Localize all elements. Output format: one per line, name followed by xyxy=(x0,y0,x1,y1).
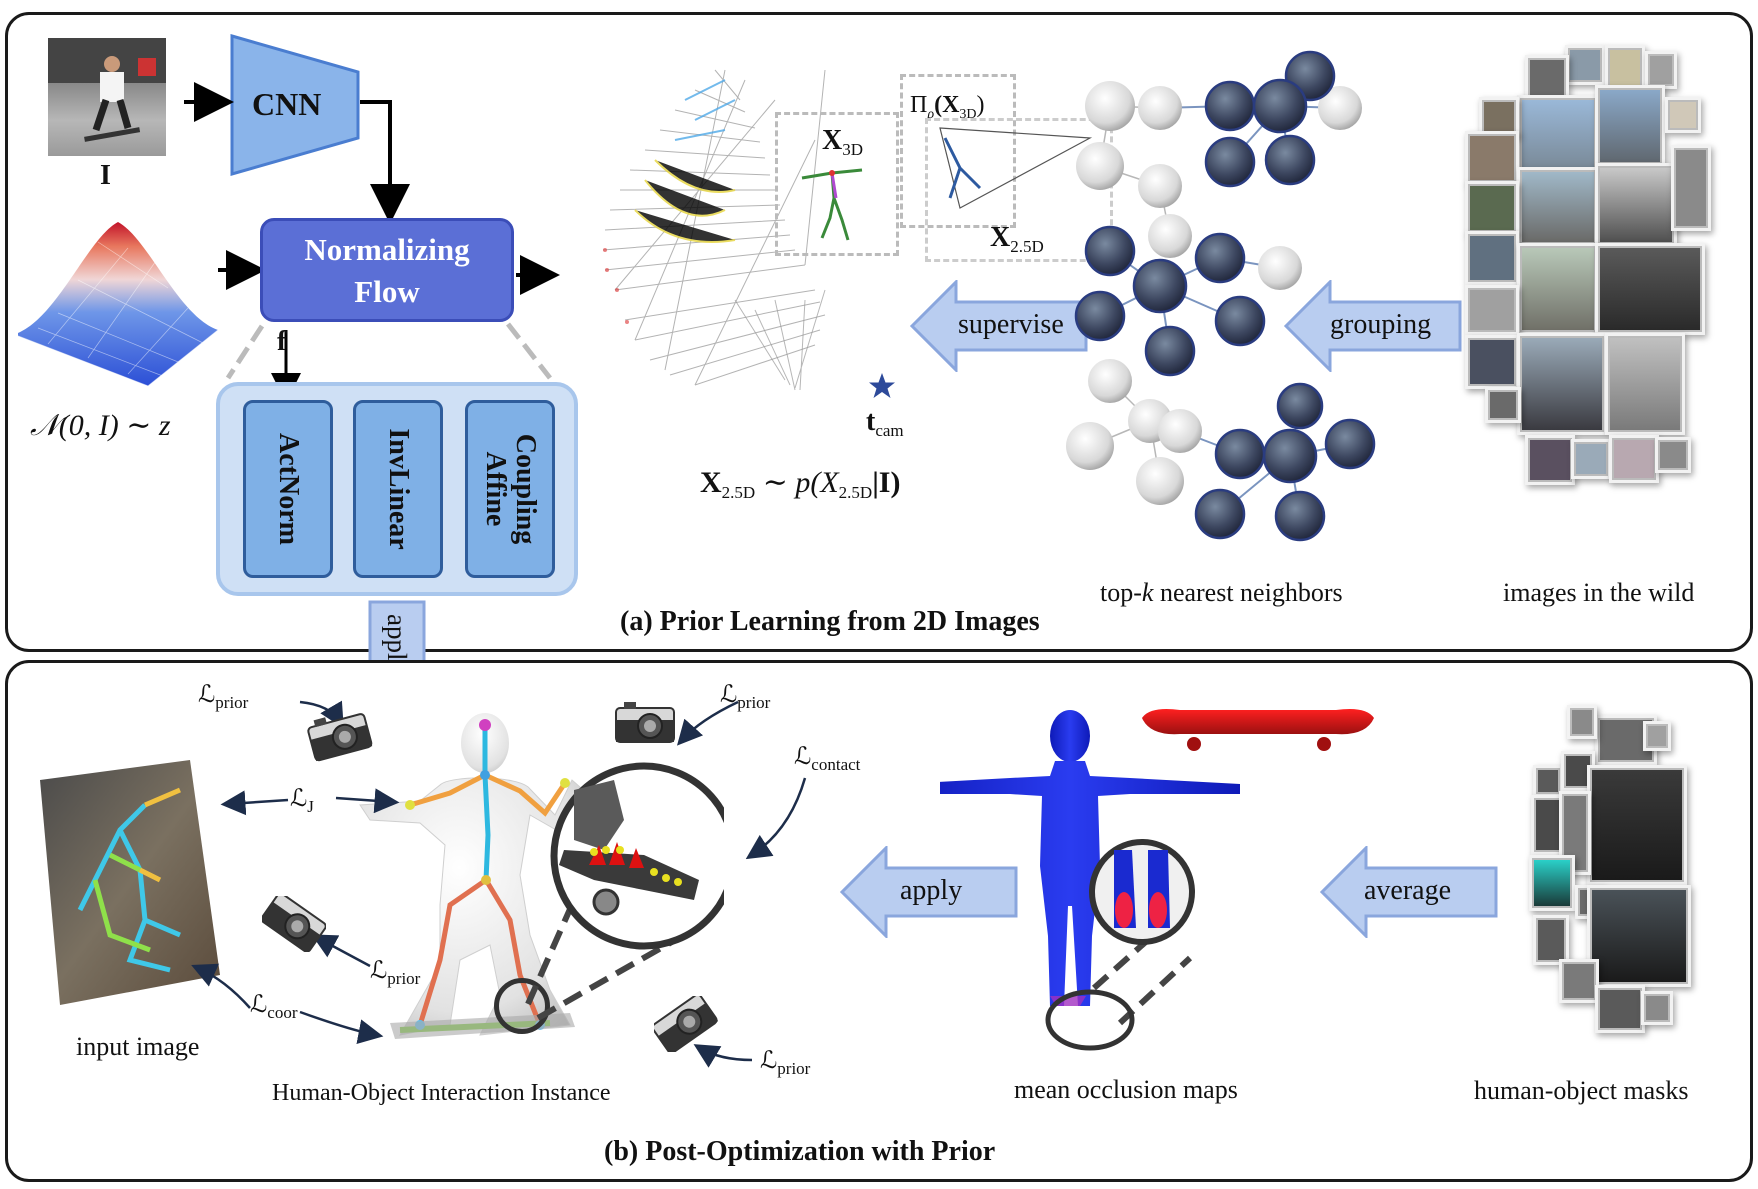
x3d-main: X xyxy=(822,125,843,156)
average-label: average xyxy=(1364,875,1452,906)
input-image-label: input image xyxy=(76,1032,200,1061)
loss-coor-L: ℒ xyxy=(250,992,268,1018)
loss-prior-4: ℒprior xyxy=(760,1046,811,1078)
dist-sub1: 2.5D xyxy=(721,483,756,502)
dist-c: |I) xyxy=(872,466,901,499)
grouping-label: grouping xyxy=(1330,309,1432,340)
mask-collage xyxy=(1528,700,1688,1040)
neighbors-k: k xyxy=(1141,578,1154,607)
loss-prior-1: ℒprior xyxy=(198,680,249,712)
skater-photo-icon xyxy=(48,38,166,142)
apply-left-arrow xyxy=(840,846,1018,938)
loss-prior-1-L: ℒ xyxy=(198,682,216,708)
apply-label: apply xyxy=(900,875,963,906)
x3d-skeleton xyxy=(801,168,863,241)
tcam-label: tcam xyxy=(866,406,904,440)
tcam-main: t xyxy=(866,406,876,437)
skateboard-red xyxy=(1142,709,1374,751)
normalizing-flow-box: Normalizing Flow xyxy=(260,218,514,322)
proj-arg: (X xyxy=(934,92,960,118)
proj-close: ) xyxy=(976,92,985,118)
projection-box xyxy=(900,74,1016,228)
loss-prior-2-L: ℒ xyxy=(370,958,388,984)
actnorm-block: ActNorm xyxy=(243,400,333,578)
x25d-sub: 2.5D xyxy=(1010,237,1044,256)
loss-contact-L: ℒ xyxy=(794,744,812,770)
star-icon xyxy=(869,373,895,398)
panel-b-caption: (b) Post-Optimization with Prior xyxy=(604,1136,996,1167)
wild-label: images in the wild xyxy=(1503,578,1695,607)
loss-prior-2: ℒprior xyxy=(370,956,421,988)
cnn-block xyxy=(230,34,360,176)
panel-a-caption: (a) Prior Learning from 2D Images xyxy=(620,606,1040,637)
proj-pi: Π xyxy=(910,92,928,118)
input-photo xyxy=(48,38,166,156)
loss-coor: ℒcoor xyxy=(250,990,298,1022)
loss-prior-3-sub: prior xyxy=(737,693,771,712)
loss-contact-sub: contact xyxy=(811,755,861,774)
dist-a: X xyxy=(700,466,722,499)
x25d-box xyxy=(925,118,1113,262)
occlusion-label: mean occlusion maps xyxy=(1014,1075,1238,1104)
dist-sub2: 2.5D xyxy=(838,483,873,502)
masks-label: human-object masks xyxy=(1474,1076,1689,1105)
x3d-sub: 3D xyxy=(842,140,864,159)
flow-label-2: Flow xyxy=(354,274,420,309)
average-arrow xyxy=(1320,846,1498,938)
hoi-label: Human-Object Interaction Instance xyxy=(272,1080,611,1106)
loss-prior-3: ℒprior xyxy=(720,680,771,712)
distribution-label: X2.5D ∼ p(X2.5D|I) xyxy=(700,465,901,502)
grouping-arrow xyxy=(1284,280,1462,372)
wild-image-collage xyxy=(1470,50,1716,540)
loss-contact: ℒcontact xyxy=(794,742,861,774)
gaussian-label: 𝒩(0, I) ∼ z xyxy=(30,409,171,442)
loss-j: ℒJ xyxy=(290,784,314,816)
dist-b: ∼ p(X xyxy=(755,466,839,499)
loss-prior-3-L: ℒ xyxy=(720,682,738,708)
loss-prior-4-L: ℒ xyxy=(760,1048,778,1074)
loss-j-L: ℒ xyxy=(290,786,308,812)
camera-icon xyxy=(615,702,675,743)
hoi-magnifier-small xyxy=(494,978,550,1034)
flow-label-1: Normalizing xyxy=(304,232,470,267)
neighbors-label: top-k nearest neighbors xyxy=(1100,578,1343,608)
skeleton-fan xyxy=(602,69,826,391)
loss-prior-4-sub: prior xyxy=(777,1059,811,1078)
loss-coor-sub: coor xyxy=(267,1003,298,1022)
x3d-label: X3D xyxy=(822,125,864,159)
projection-skeleton xyxy=(939,127,1093,209)
f-label: f xyxy=(277,326,287,357)
x25d-label: X2.5D xyxy=(990,222,1044,256)
occlusion-magnifier xyxy=(1045,839,1195,1051)
gaussian-surface-icon xyxy=(18,222,218,387)
magnifier-circle-icon xyxy=(525,762,724,1021)
invlinear-block: InvLinear xyxy=(353,400,443,578)
cnn-label: CNN xyxy=(252,86,322,122)
neighbors-post: nearest neighbors xyxy=(1153,578,1343,607)
x3d-box xyxy=(775,112,899,256)
input-label: I xyxy=(100,160,111,191)
camera-icon xyxy=(307,713,373,762)
proj-sub: ρ xyxy=(927,107,935,122)
camera-icon xyxy=(654,996,718,1052)
x25d-main: X xyxy=(990,222,1011,253)
coupling-affine-block: Coupling Affine xyxy=(465,400,555,578)
loss-prior-2-sub: prior xyxy=(387,969,421,988)
neighbors-pre: top- xyxy=(1100,578,1142,607)
camera-icon xyxy=(262,896,326,952)
loss-j-sub: J xyxy=(307,797,314,816)
neighbor-graph xyxy=(1066,50,1376,542)
loss-prior-1-sub: prior xyxy=(215,693,249,712)
input-image-photo xyxy=(40,760,220,1005)
tcam-sub: cam xyxy=(875,421,904,440)
supervise-label: supervise xyxy=(958,309,1064,340)
